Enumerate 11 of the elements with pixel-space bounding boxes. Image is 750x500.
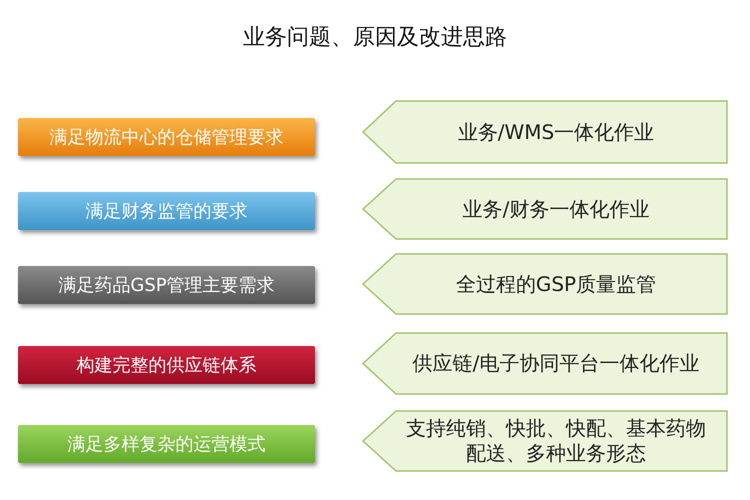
- requirement-box: 满足药品GSP管理主要需求: [18, 266, 315, 304]
- arrow-box: 供应链/电子协同平台一体化作业: [362, 332, 728, 395]
- requirement-box: 构建完整的供应链体系: [18, 346, 315, 384]
- arrow-box: 全过程的GSP质量监管: [362, 253, 728, 315]
- arrow-box: 业务/WMS一体化作业: [362, 100, 728, 164]
- requirement-box: 满足多样复杂的运营模式: [18, 425, 315, 463]
- arrow-box: 支持纯销、快批、快配、基本药物配送、多种业务形态: [362, 410, 728, 472]
- arrow-box: 业务/财务一体化作业: [362, 178, 728, 240]
- requirement-box: 满足物流中心的仓储管理要求: [18, 118, 315, 156]
- title: 业务问题、原因及改进思路: [242, 24, 508, 52]
- requirement-box: 满足财务监管的要求: [18, 192, 315, 230]
